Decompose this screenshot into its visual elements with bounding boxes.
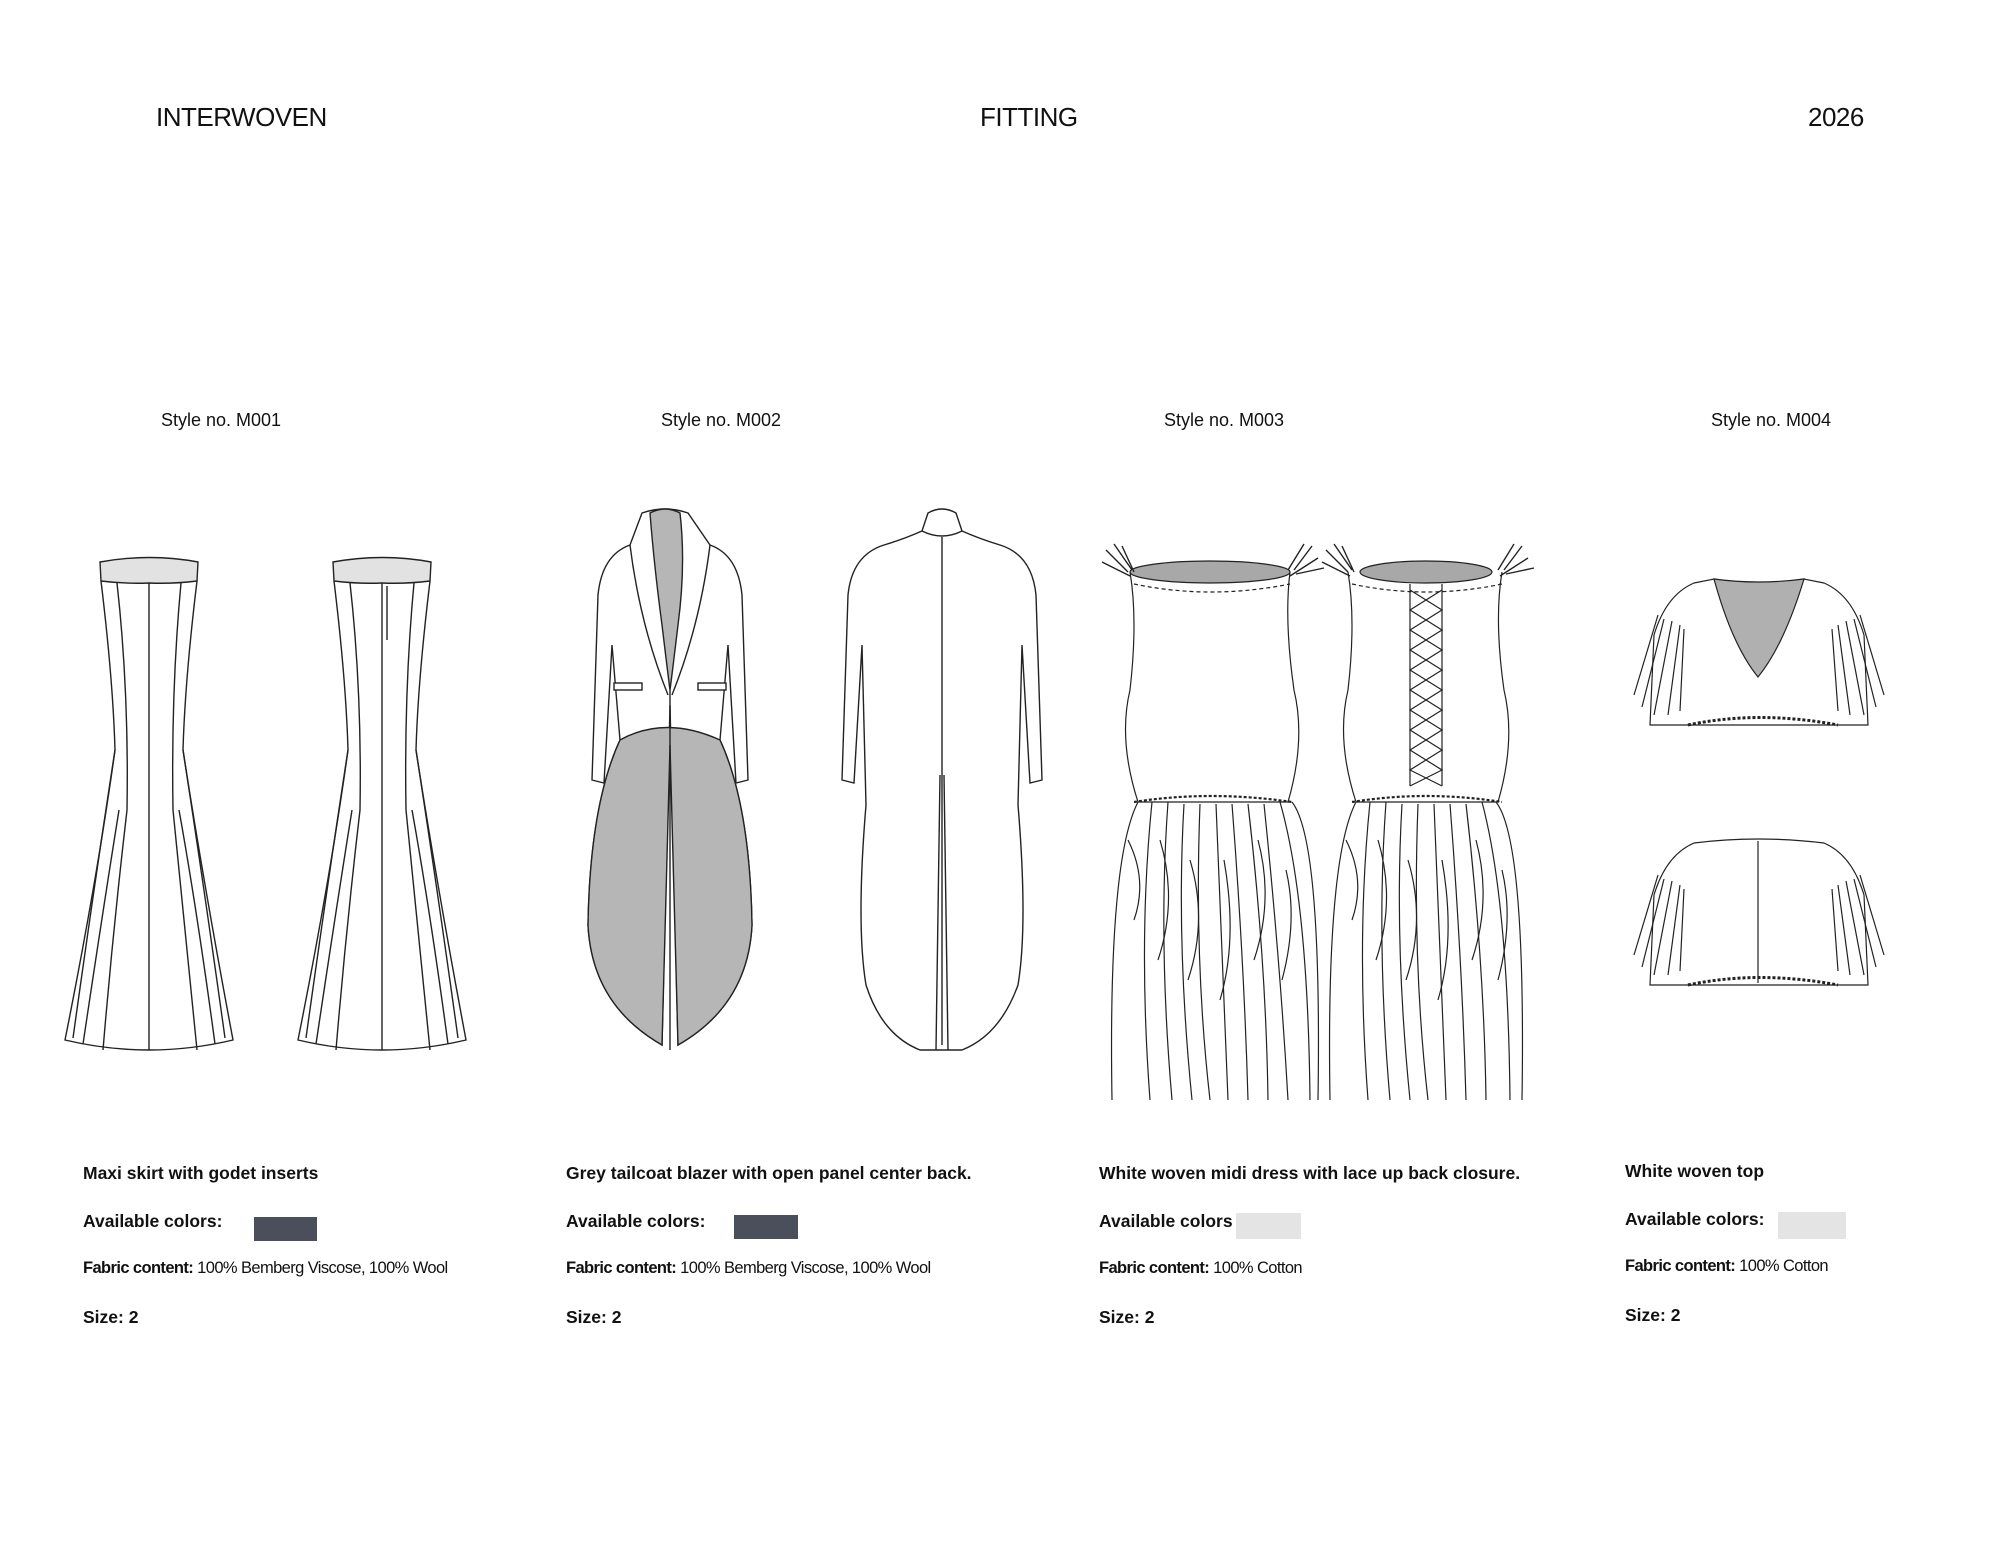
style-number-m001: Style no. M001 [161, 410, 282, 430]
description-m004: White woven top [1625, 1161, 1765, 1181]
style-number-m003: Style no. M003 [1164, 410, 1285, 430]
brand-name: INTERWOVEN [156, 102, 327, 132]
style-number-m002: Style no. M002 [661, 410, 782, 430]
style-number-m004: Style no. M004 [1711, 410, 1832, 430]
color-swatch-m004 [1778, 1212, 1846, 1239]
description-m003: White woven midi dress with lace up back… [1099, 1163, 1521, 1183]
sketch-m003 [1098, 540, 1538, 1120]
description-m001: Maxi skirt with godet inserts [83, 1163, 319, 1183]
sketch-m004 [1628, 575, 1908, 1035]
fabric-content-m004: Fabric content: 100% Cotton [1625, 1257, 1829, 1275]
size-m003: Size: 2 [1099, 1307, 1155, 1327]
fabric-content-m003: Fabric content: 100% Cotton [1099, 1259, 1303, 1277]
colors-label-m004: Available colors: [1625, 1209, 1765, 1229]
fabric-content-m002: Fabric content: 100% Bemberg Viscose, 10… [566, 1259, 931, 1277]
color-swatch-m003 [1236, 1213, 1301, 1239]
colors-label-m003: Available colors [1099, 1211, 1233, 1231]
colors-label-m002: Available colors: [566, 1211, 706, 1231]
size-m001: Size: 2 [83, 1307, 139, 1327]
colors-label-m001: Available colors: [83, 1211, 223, 1231]
sketch-m002 [570, 505, 1050, 1105]
size-m004: Size: 2 [1625, 1305, 1681, 1325]
color-swatch-m001 [254, 1217, 317, 1241]
sketch-m001 [55, 550, 505, 1090]
description-m002: Grey tailcoat blazer with open panel cen… [566, 1163, 972, 1183]
fabric-content-m001: Fabric content: 100% Bemberg Viscose, 10… [83, 1259, 448, 1277]
color-swatch-m002 [734, 1215, 798, 1239]
size-m002: Size: 2 [566, 1307, 622, 1327]
page-title: FITTING [980, 102, 1078, 132]
season-year: 2026 [1808, 102, 1864, 132]
